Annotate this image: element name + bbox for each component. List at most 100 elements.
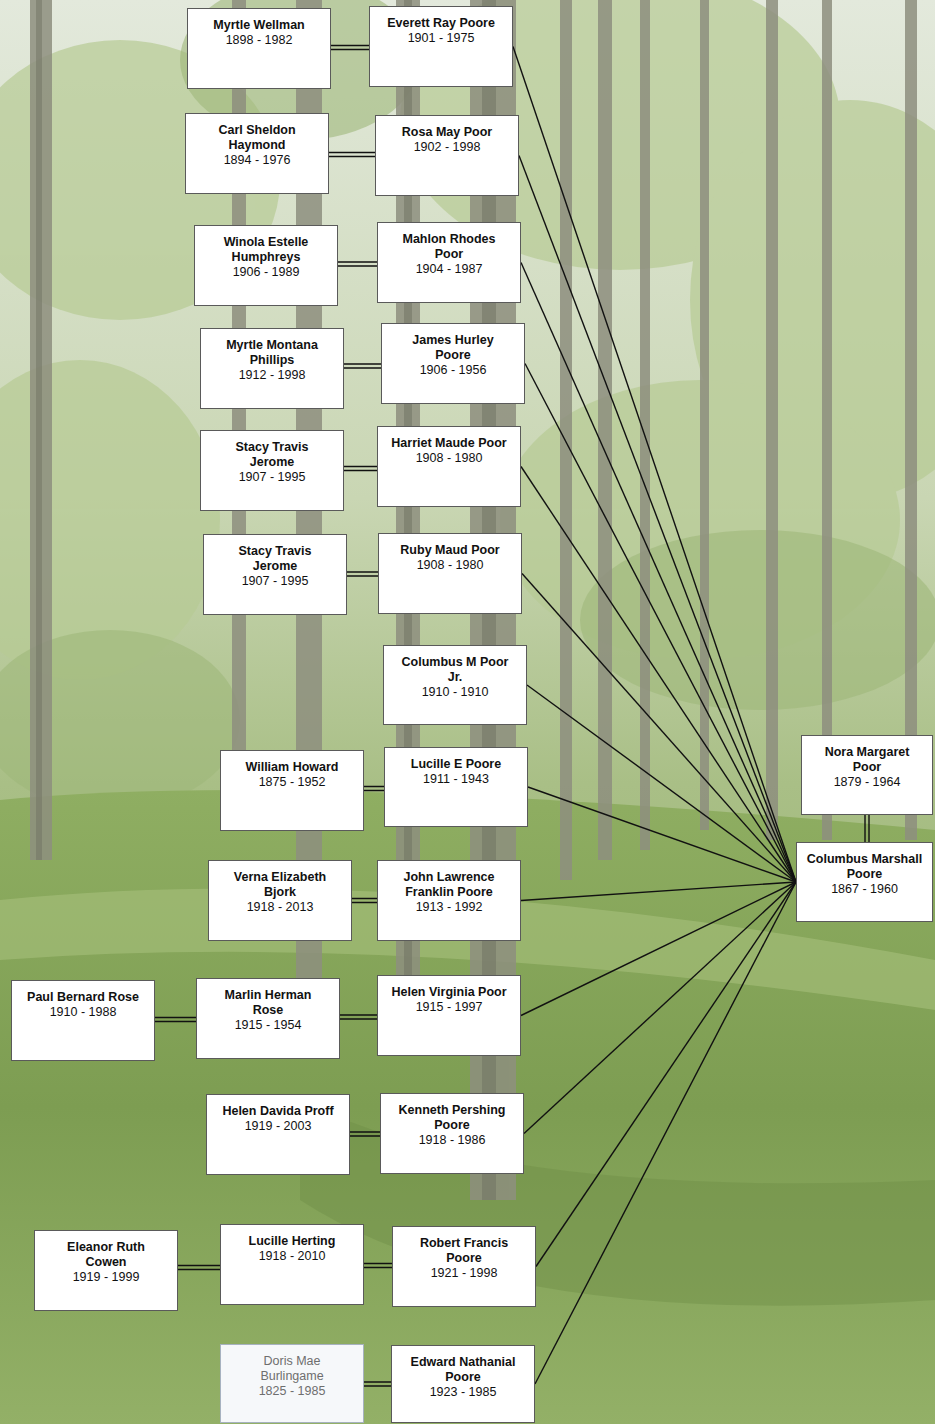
parent-child-line bbox=[521, 467, 796, 883]
spouse-line bbox=[331, 46, 369, 50]
spouse-line bbox=[347, 572, 378, 576]
person-name: Lucille Herting bbox=[234, 1234, 350, 1249]
person-box: Robert Francis Poore1921 - 1998 bbox=[392, 1226, 536, 1307]
person-name: Robert Francis Poore bbox=[406, 1236, 522, 1266]
person-box: Myrtle Wellman1898 - 1982 bbox=[187, 8, 331, 89]
person-name: Columbus M Poor Jr. bbox=[397, 655, 513, 685]
person-box: Columbus Marshall Poore1867 - 1960 bbox=[796, 842, 933, 922]
person-box: Lucille Herting1918 - 2010 bbox=[220, 1224, 364, 1305]
spouse-line bbox=[350, 1132, 380, 1136]
person-name: Eleanor Ruth Cowen bbox=[48, 1240, 164, 1270]
person-name: Rosa May Poor bbox=[389, 125, 505, 140]
life-dates: 1901 - 1975 bbox=[383, 31, 499, 46]
person-name: Winola Estelle Humphreys bbox=[208, 235, 324, 265]
spouse-line bbox=[364, 1382, 391, 1386]
parent-child-line bbox=[524, 882, 796, 1134]
person-name: John Lawrence Franklin Poore bbox=[391, 870, 507, 900]
person-name: Everett Ray Poore bbox=[383, 16, 499, 31]
person-box: Eleanor Ruth Cowen1919 - 1999 bbox=[34, 1230, 178, 1311]
life-dates: 1915 - 1954 bbox=[210, 1018, 326, 1033]
parent-child-line bbox=[528, 787, 796, 882]
person-name: Carl Sheldon Haymond bbox=[199, 123, 315, 153]
life-dates: 1918 - 1986 bbox=[394, 1133, 510, 1148]
person-box: Helen Virginia Poor1915 - 1997 bbox=[377, 975, 521, 1056]
person-name: Myrtle Montana Phillips bbox=[214, 338, 330, 368]
spouse-line bbox=[178, 1266, 220, 1270]
person-box: Rosa May Poor1902 - 1998 bbox=[375, 115, 519, 196]
life-dates: 1913 - 1992 bbox=[391, 900, 507, 915]
spouse-line bbox=[364, 1264, 392, 1268]
person-box: Myrtle Montana Phillips1912 - 1998 bbox=[200, 328, 344, 409]
person-name: Helen Davida Proff bbox=[220, 1104, 336, 1119]
life-dates: 1875 - 1952 bbox=[234, 775, 350, 790]
life-dates: 1919 - 2003 bbox=[220, 1119, 336, 1134]
life-dates: 1908 - 1980 bbox=[392, 558, 508, 573]
person-box: William Howard1875 - 1952 bbox=[220, 750, 364, 831]
person-name: Edward Nathanial Poore bbox=[405, 1355, 521, 1385]
parent-child-line bbox=[535, 882, 796, 1384]
person-name: Mahlon Rhodes Poor bbox=[391, 232, 507, 262]
person-box: Marlin Herman Rose1915 - 1954 bbox=[196, 978, 340, 1059]
person-box: Stacy Travis Jerome1907 - 1995 bbox=[203, 534, 347, 615]
spouse-line bbox=[329, 153, 375, 157]
person-name: Nora Margaret Poor bbox=[809, 745, 925, 775]
person-box-faded: Doris Mae Burlingame1825 - 1985 bbox=[220, 1344, 364, 1423]
person-box: Carl Sheldon Haymond1894 - 1976 bbox=[185, 113, 329, 194]
life-dates: 1825 - 1985 bbox=[234, 1384, 350, 1399]
life-dates: 1918 - 2010 bbox=[234, 1249, 350, 1264]
life-dates: 1904 - 1987 bbox=[391, 262, 507, 277]
life-dates: 1915 - 1997 bbox=[391, 1000, 507, 1015]
person-box: Kenneth Pershing Poore1918 - 1986 bbox=[380, 1093, 524, 1174]
person-box: Edward Nathanial Poore1923 - 1985 bbox=[391, 1345, 535, 1423]
life-dates: 1910 - 1910 bbox=[397, 685, 513, 700]
spouse-line bbox=[155, 1018, 196, 1022]
parent-child-line bbox=[536, 882, 796, 1267]
life-dates: 1879 - 1964 bbox=[809, 775, 925, 790]
person-name: Helen Virginia Poor bbox=[391, 985, 507, 1000]
life-dates: 1908 - 1980 bbox=[391, 451, 507, 466]
person-box: Mahlon Rhodes Poor1904 - 1987 bbox=[377, 222, 521, 303]
person-name: William Howard bbox=[234, 760, 350, 775]
parent-child-line bbox=[513, 47, 796, 883]
person-box: Winola Estelle Humphreys1906 - 1989 bbox=[194, 225, 338, 306]
person-name: Kenneth Pershing Poore bbox=[394, 1103, 510, 1133]
life-dates: 1921 - 1998 bbox=[406, 1266, 522, 1281]
person-name: Verna Elizabeth Bjork bbox=[222, 870, 338, 900]
person-box: John Lawrence Franklin Poore1913 - 1992 bbox=[377, 860, 521, 941]
life-dates: 1911 - 1943 bbox=[398, 772, 514, 787]
person-box: Lucille E Poore1911 - 1943 bbox=[384, 747, 528, 827]
life-dates: 1902 - 1998 bbox=[389, 140, 505, 155]
person-name: Marlin Herman Rose bbox=[210, 988, 326, 1018]
life-dates: 1910 - 1988 bbox=[25, 1005, 141, 1020]
life-dates: 1912 - 1998 bbox=[214, 368, 330, 383]
person-name: Ruby Maud Poor bbox=[392, 543, 508, 558]
person-box: Stacy Travis Jerome1907 - 1995 bbox=[200, 430, 344, 511]
life-dates: 1906 - 1989 bbox=[208, 265, 324, 280]
parent-child-line bbox=[522, 574, 796, 883]
person-name: Paul Bernard Rose bbox=[25, 990, 141, 1005]
person-box: Paul Bernard Rose1910 - 1988 bbox=[11, 980, 155, 1061]
spouse-line bbox=[340, 1015, 377, 1019]
life-dates: 1898 - 1982 bbox=[201, 33, 317, 48]
life-dates: 1918 - 2013 bbox=[222, 900, 338, 915]
person-box: Everett Ray Poore1901 - 1975 bbox=[369, 6, 513, 87]
parent-child-line bbox=[521, 882, 796, 901]
person-name: Harriet Maude Poor bbox=[391, 436, 507, 451]
spouse-line bbox=[344, 467, 377, 471]
person-name: Columbus Marshall Poore bbox=[807, 852, 923, 882]
person-name: Stacy Travis Jerome bbox=[214, 440, 330, 470]
life-dates: 1923 - 1985 bbox=[405, 1385, 521, 1400]
person-name: Doris Mae Burlingame bbox=[234, 1354, 350, 1384]
life-dates: 1906 - 1956 bbox=[395, 363, 511, 378]
spouse-line bbox=[865, 815, 869, 842]
parent-child-line bbox=[519, 156, 796, 883]
spouse-line bbox=[344, 364, 381, 368]
person-box: Verna Elizabeth Bjork1918 - 2013 bbox=[208, 860, 352, 941]
person-box: Nora Margaret Poor1879 - 1964 bbox=[801, 735, 933, 815]
parent-child-line bbox=[521, 882, 796, 1016]
spouse-line bbox=[338, 262, 377, 266]
parent-child-line bbox=[527, 685, 796, 882]
life-dates: 1919 - 1999 bbox=[48, 1270, 164, 1285]
parent-child-line bbox=[521, 263, 796, 883]
person-box: Helen Davida Proff1919 - 2003 bbox=[206, 1094, 350, 1175]
